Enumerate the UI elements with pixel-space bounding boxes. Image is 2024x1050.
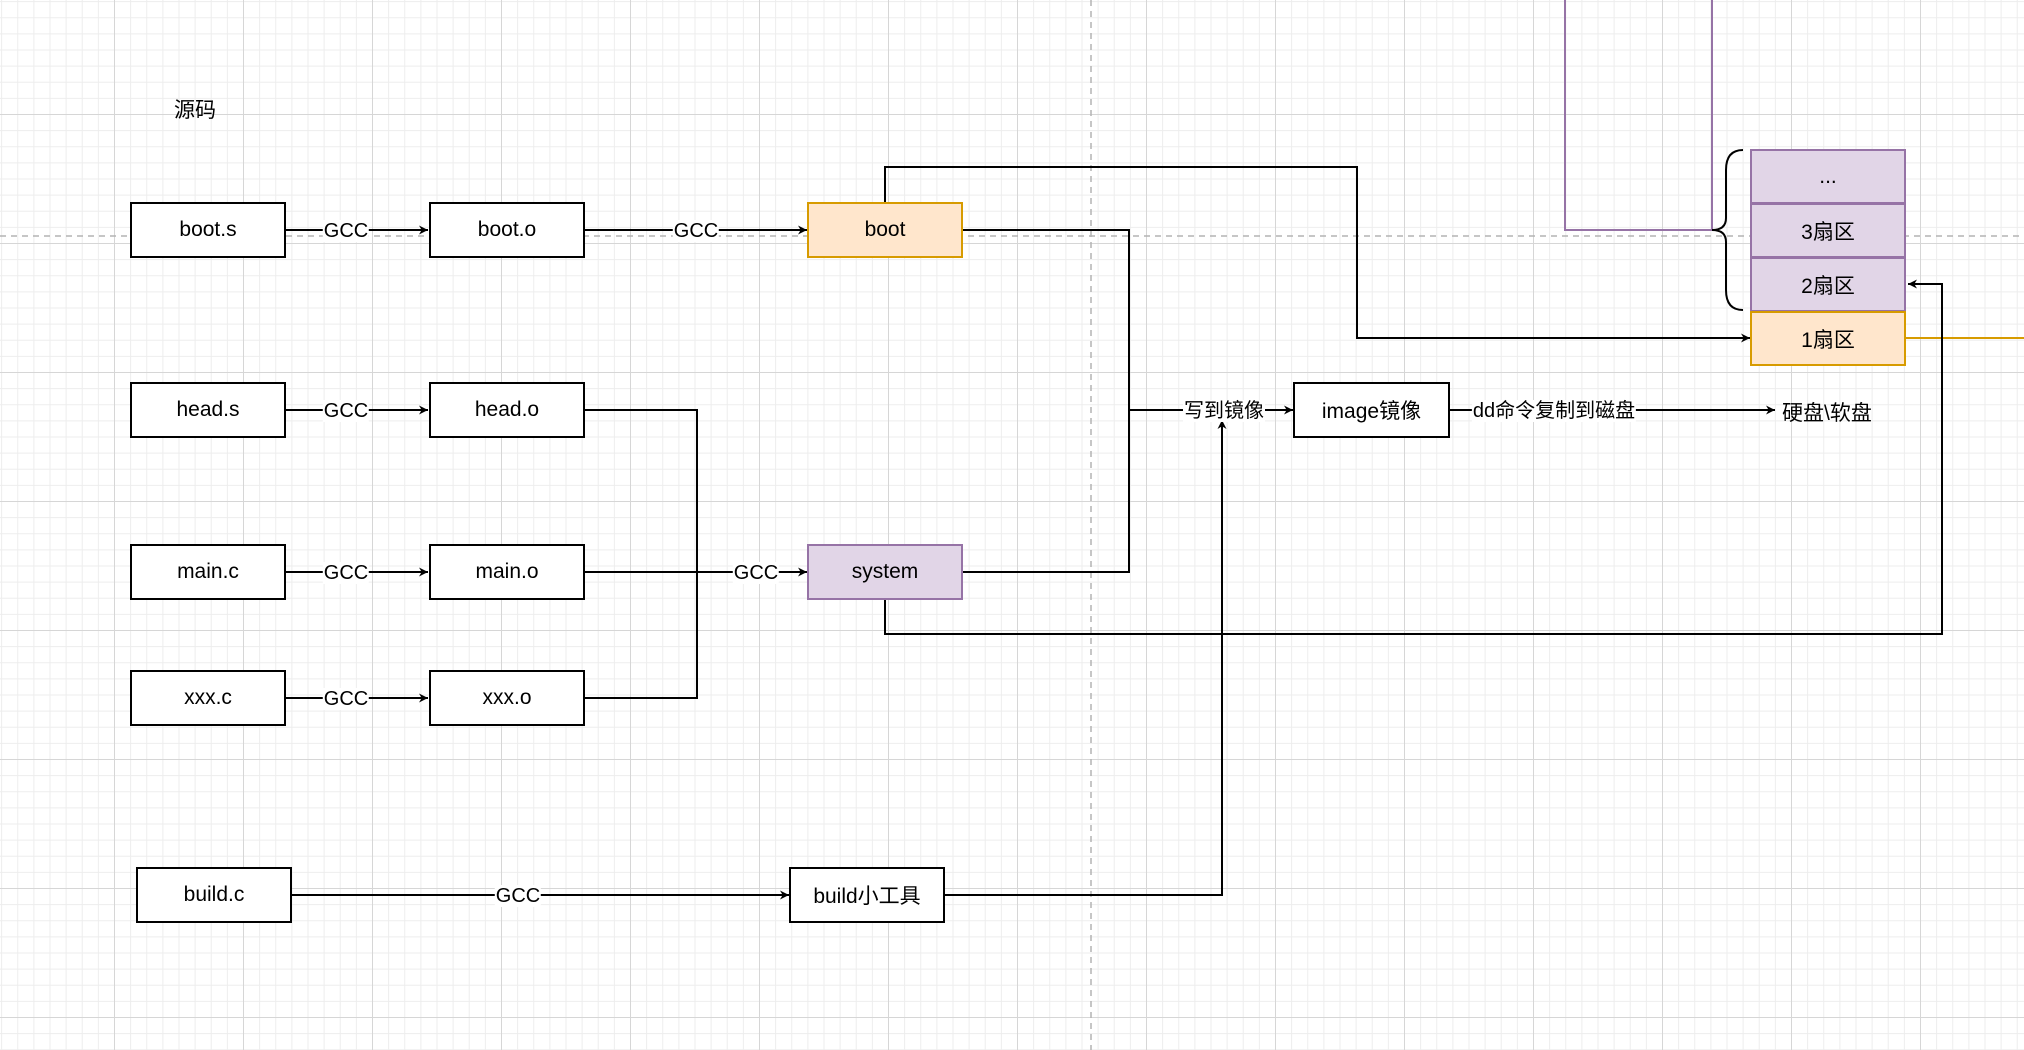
disk-label: 硬盘\软盘 bbox=[1782, 402, 1872, 425]
write-image-label: 写到镜像 bbox=[1183, 400, 1265, 422]
edge-xxx-o-to-system bbox=[585, 572, 698, 699]
edge-boot-to-sector1 bbox=[884, 166, 1750, 343]
edge-boot-to-write-image bbox=[963, 229, 1130, 410]
xxx-c-node[interactable]: xxx.c bbox=[130, 670, 286, 726]
build-c-node[interactable]: build.c bbox=[136, 867, 292, 923]
edge-head-o-to-system bbox=[585, 409, 698, 572]
system-node[interactable]: system bbox=[807, 544, 963, 600]
boot-o-node[interactable]: boot.o bbox=[429, 202, 585, 258]
purple-frame-outline bbox=[1564, 0, 1713, 231]
gcc-label-build-c: GCC bbox=[494, 885, 542, 907]
image-node[interactable]: image镜像 bbox=[1293, 382, 1450, 438]
boot-node[interactable]: boot bbox=[807, 202, 963, 258]
build-tool-node[interactable]: build小工具 bbox=[789, 867, 945, 923]
head-s-node[interactable]: head.s bbox=[130, 382, 286, 438]
edge-system-to-write-image bbox=[963, 410, 1130, 573]
gcc-label-head-s: GCC bbox=[322, 400, 370, 422]
dd-copy-label: dd命令复制到磁盘 bbox=[1471, 400, 1637, 422]
edge-build-tool-to-image bbox=[945, 420, 1227, 896]
sector-ellipsis[interactable]: ... bbox=[1750, 149, 1906, 204]
gcc-label-system: GCC bbox=[732, 562, 780, 584]
gcc-label-boot-s: GCC bbox=[322, 220, 370, 242]
source-code-title: 源码 bbox=[174, 99, 216, 122]
edge-system-to-sector2 bbox=[884, 279, 1943, 635]
main-o-node[interactable]: main.o bbox=[429, 544, 585, 600]
sector-1[interactable]: 1扇区 bbox=[1750, 311, 1906, 366]
boot-s-node[interactable]: boot.s bbox=[130, 202, 286, 258]
sector-2[interactable]: 2扇区 bbox=[1750, 257, 1906, 312]
xxx-o-node[interactable]: xxx.o bbox=[429, 670, 585, 726]
gcc-label-boot-o: GCC bbox=[672, 220, 720, 242]
main-c-node[interactable]: main.c bbox=[130, 544, 286, 600]
gcc-label-xxx-c: GCC bbox=[322, 688, 370, 710]
sector-brace bbox=[1711, 149, 1744, 311]
head-o-node[interactable]: head.o bbox=[429, 382, 585, 438]
sector-3[interactable]: 3扇区 bbox=[1750, 203, 1906, 258]
gcc-label-main-c: GCC bbox=[322, 562, 370, 584]
